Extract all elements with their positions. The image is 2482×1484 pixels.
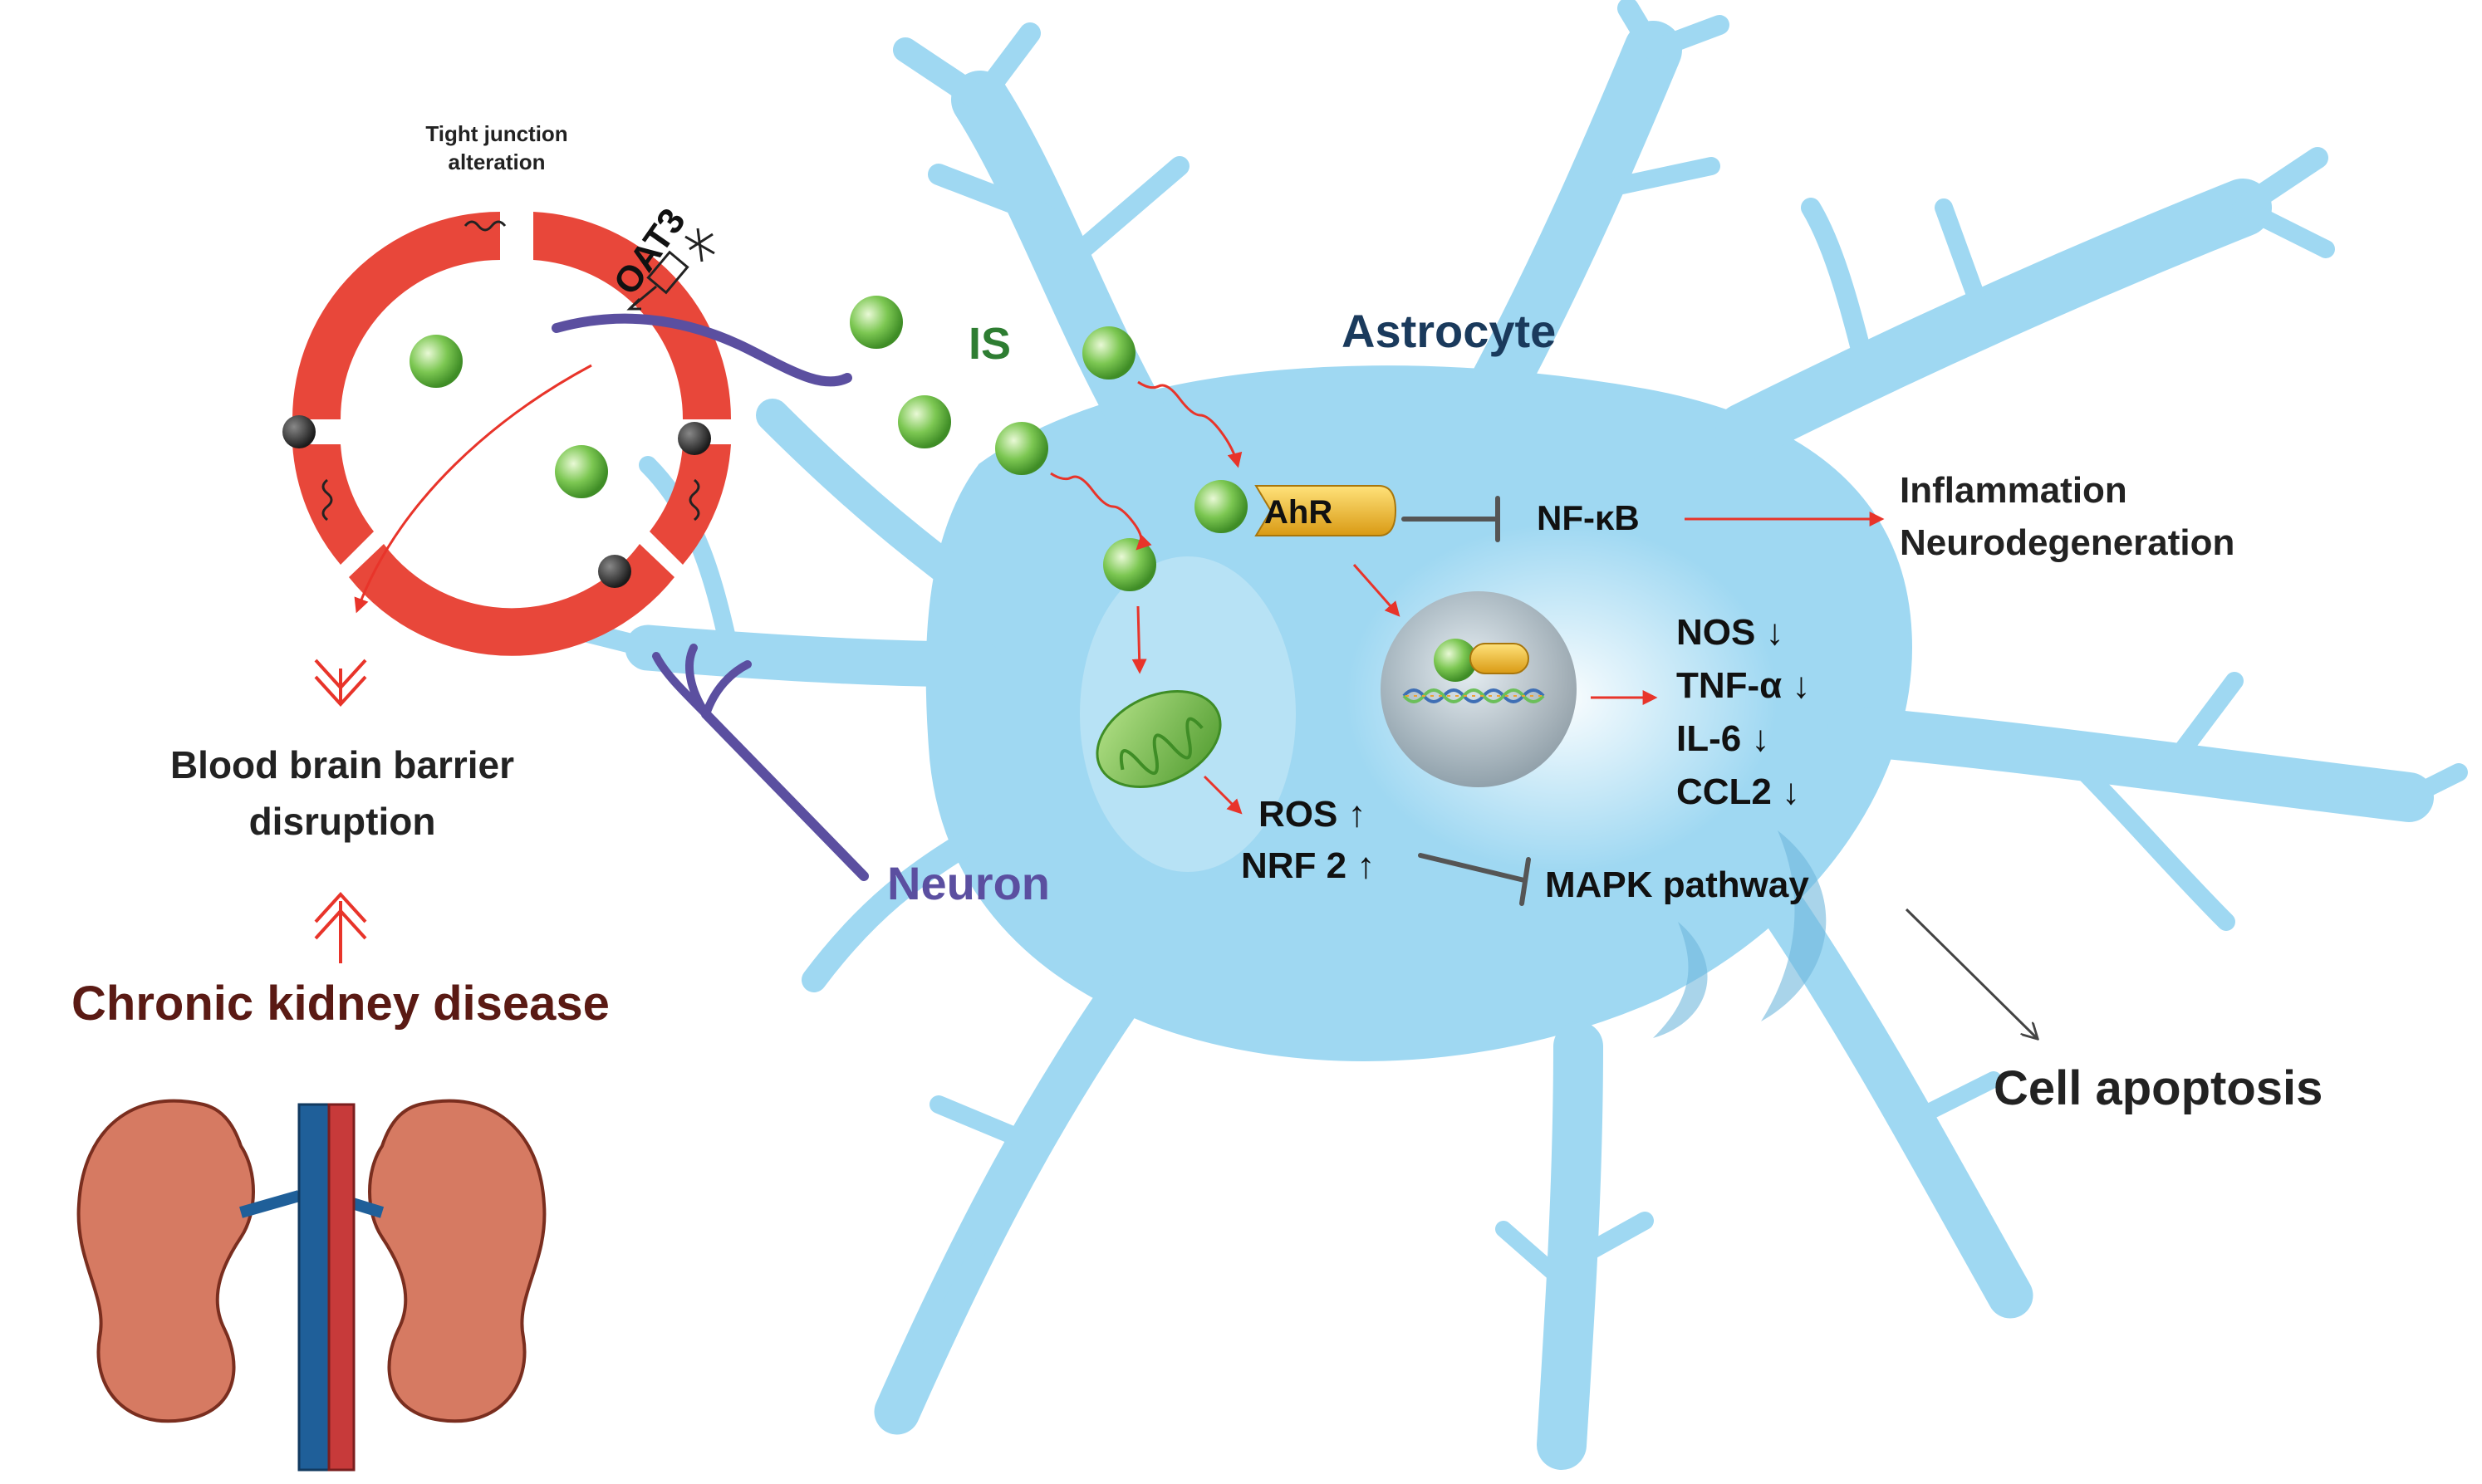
nfkb-label: NF-κB xyxy=(1537,498,1640,537)
uptake-arrows xyxy=(1050,380,1243,551)
is-label: IS xyxy=(969,319,1011,369)
mitochondrion xyxy=(1096,689,1222,789)
pathway-arrows xyxy=(354,364,1885,815)
tnf-label: TNF-α ↓ xyxy=(1676,665,1810,706)
nrf2-label: NRF 2 ↑ xyxy=(1241,845,1375,886)
ckd-label: Chronic kidney disease xyxy=(71,977,610,1031)
cell-shadow-2 xyxy=(1653,922,1708,1038)
mapk-label: MAPK pathway xyxy=(1545,864,1809,905)
inflammation-label: Inflammation xyxy=(1900,470,2127,511)
ros-label: ROS ↑ xyxy=(1258,794,1366,835)
bbb-label-1: Blood brain barrier xyxy=(170,743,514,786)
neuron-label: Neuron xyxy=(887,857,1050,909)
nos-label: NOS ↓ xyxy=(1676,612,1784,653)
ahr-receptor xyxy=(1254,485,1397,536)
blood-vessel xyxy=(282,212,732,656)
neuron xyxy=(552,313,869,881)
ahr-label: AhR xyxy=(1264,494,1332,531)
nucleus xyxy=(1381,591,1577,787)
cell-shadow xyxy=(1761,830,1827,1021)
oat3-transporter-icon xyxy=(626,228,715,311)
tight-junction-label-2: alteration xyxy=(448,149,545,174)
bbb-label-2: disruption xyxy=(249,800,436,843)
astrocyte-label: Astrocyte xyxy=(1342,305,1556,357)
kidneys-icon xyxy=(76,1099,547,1472)
apoptosis-label: Cell apoptosis xyxy=(1994,1061,2323,1115)
ccl2-label: CCL2 ↓ xyxy=(1676,771,1800,812)
tight-junction-label-1: Tight junction xyxy=(425,121,567,146)
is-particles xyxy=(410,296,1248,591)
inhibition-lines xyxy=(1401,496,1531,906)
neurodegeneration-label: Neurodegeneration xyxy=(1900,522,2234,563)
il6-label: IL-6 ↓ xyxy=(1676,718,1769,759)
apoptosis-arrow xyxy=(1905,908,2037,1038)
chevron-arrows xyxy=(314,659,367,963)
